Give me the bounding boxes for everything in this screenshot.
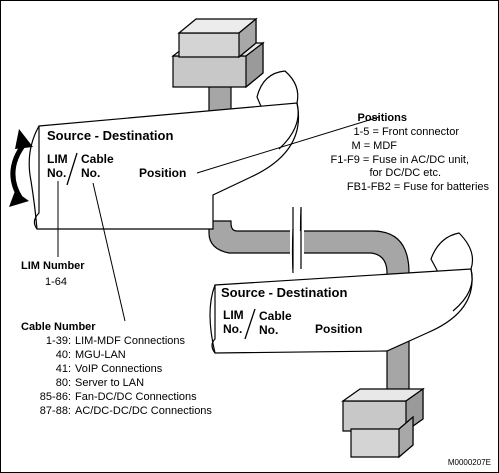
bottom-connector-icon xyxy=(341,387,425,459)
upper-slash xyxy=(66,152,78,186)
cable-desc: LIM-MDF Connections xyxy=(75,335,186,347)
positions-line: for DC/DC etc. xyxy=(369,167,441,179)
cable-desc: AC/DC-DC/DC Connections xyxy=(75,405,212,417)
lower-cable-no-label: No. xyxy=(259,323,278,337)
cable-code: 41: xyxy=(56,363,71,375)
cable-number-title: Cable Number xyxy=(21,321,96,333)
cable-code: 85-86: xyxy=(40,391,71,403)
lower-cable-label: Cable xyxy=(259,309,292,323)
upper-label-flag xyxy=(28,70,300,230)
cable-desc: MGU-LAN xyxy=(75,349,126,361)
cable-code: 40: xyxy=(56,349,71,361)
cable-desc: Fan-DC/DC Connections xyxy=(75,391,197,403)
positions-line: F1-F9 = Fuse in AC/DC unit, xyxy=(331,154,469,166)
lim-number-range: 1-64 xyxy=(45,276,67,288)
lower-heading: Source - Destination xyxy=(221,285,347,300)
cable-number-table: 1-39: LIM-MDF Connections 40: MGU-LAN 41… xyxy=(40,335,213,417)
lower-lim-no-label: No. xyxy=(223,322,242,336)
positions-line: FB1-FB2 = Fuse for batteries xyxy=(347,181,490,193)
cable-number-leader-line xyxy=(92,182,126,322)
upper-cable-label: Cable xyxy=(81,152,114,166)
top-connector-icon xyxy=(171,17,265,89)
position-leader-line xyxy=(196,116,380,174)
lim-number-title: LIM Number xyxy=(21,260,85,272)
upper-position-label: Position xyxy=(139,166,186,180)
rotate-arrow-icon xyxy=(9,129,33,207)
positions-title: Positions xyxy=(357,112,407,124)
cable-code: 87-88: xyxy=(40,405,71,417)
cable-code: 80: xyxy=(56,377,71,389)
cable-desc: VoIP Connections xyxy=(75,363,163,375)
lower-slash xyxy=(244,308,256,340)
upper-lim-no-label: No. xyxy=(47,166,66,180)
lower-lim-label: LIM xyxy=(223,308,244,322)
upper-heading: Source - Destination xyxy=(47,128,173,143)
lower-position-label: Position xyxy=(315,322,362,336)
middle-cable xyxy=(208,201,410,288)
upper-cable-no-label: No. xyxy=(81,166,100,180)
positions-line: M = MDF xyxy=(351,140,397,152)
positions-line: 1-5 = Front connector xyxy=(354,126,460,138)
cable-desc: Server to LAN xyxy=(75,377,144,389)
figure-id: M0000207E xyxy=(448,458,491,467)
cable-code: 1-39: xyxy=(46,335,71,347)
lower-label-flag xyxy=(209,232,474,354)
upper-lim-label: LIM xyxy=(47,152,68,166)
